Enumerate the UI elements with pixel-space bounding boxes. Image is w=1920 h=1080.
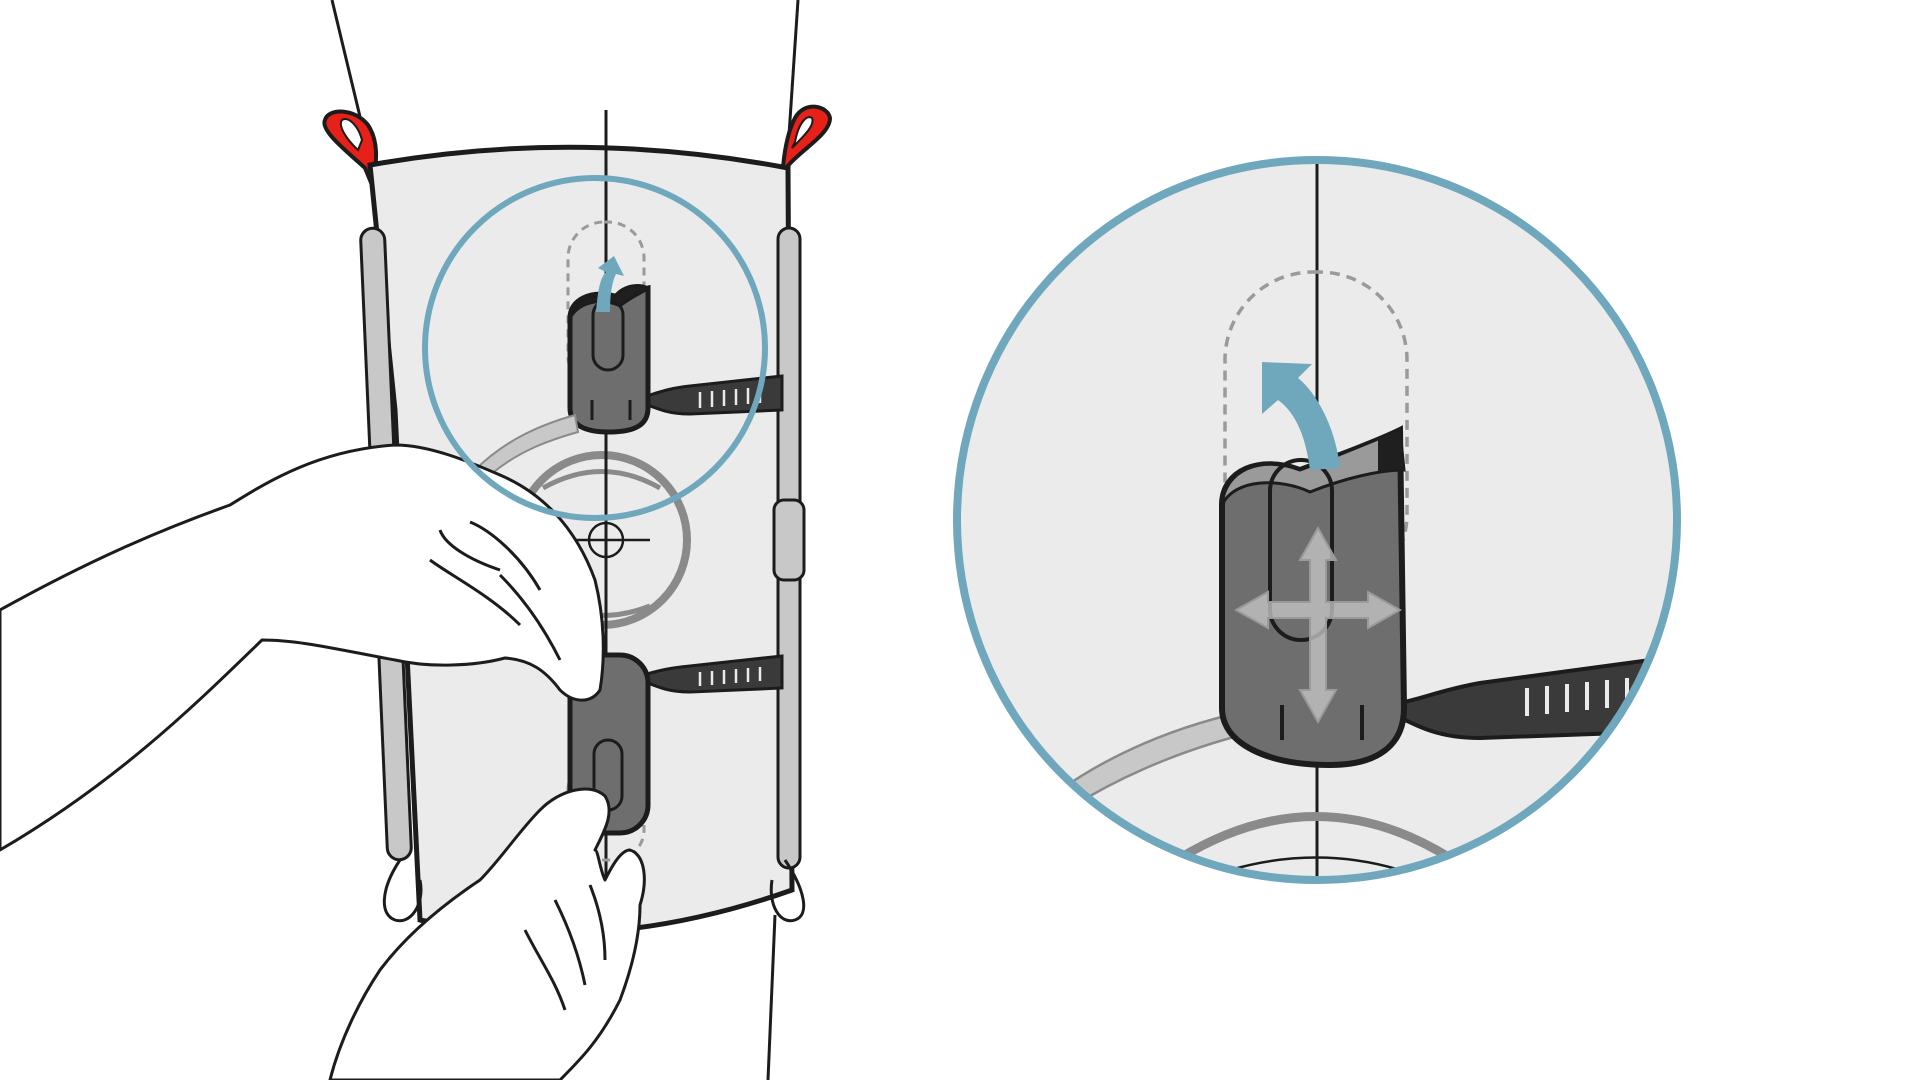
zoom-detail-border bbox=[953, 156, 1681, 884]
zoom-pad-slot bbox=[1268, 458, 1334, 642]
zoom-pad-top-dark bbox=[1378, 430, 1404, 472]
four-way-move-arrows-icon bbox=[1233, 525, 1403, 725]
center-crosshair bbox=[575, 521, 650, 559]
bottom-loop-right bbox=[769, 859, 806, 923]
pull-tab-left-hole bbox=[339, 118, 364, 152]
pull-tab-right-hole bbox=[791, 116, 814, 149]
pull-tab-left bbox=[322, 109, 379, 192]
zoom-patella-arc-inner bbox=[1229, 856, 1401, 872]
zoom-curved-arrow-up-icon bbox=[1262, 362, 1340, 470]
side-stay-right-clip bbox=[772, 498, 806, 582]
curved-arrow-up-icon bbox=[596, 256, 624, 312]
strap-lower-ticks bbox=[698, 667, 762, 686]
upper-hand bbox=[0, 443, 605, 852]
bottom-loop-left bbox=[382, 859, 423, 923]
knee-brace-overview bbox=[0, 0, 833, 1080]
lower-hand bbox=[328, 787, 646, 1080]
zoom-patella-arc-outer bbox=[1177, 812, 1453, 862]
zoom-highlight-circle bbox=[422, 175, 768, 521]
upper-pad bbox=[567, 284, 651, 435]
pull-tab-right bbox=[780, 104, 833, 183]
zoom-detail bbox=[953, 156, 1681, 884]
patella-ring-upper-arc bbox=[541, 469, 662, 491]
zoom-pad-target-dashed bbox=[1223, 270, 1409, 604]
